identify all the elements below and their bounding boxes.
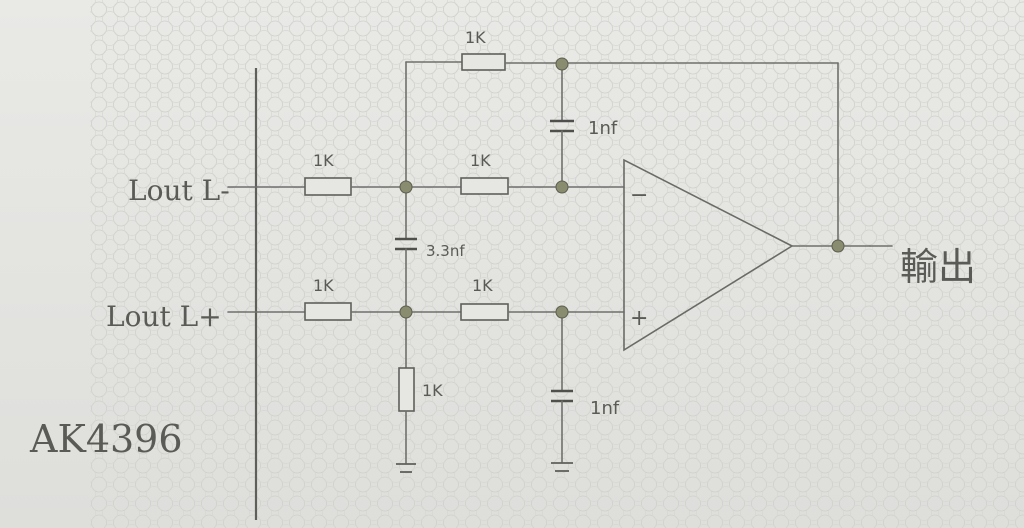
r-in-neg-label: 1K [313, 151, 334, 170]
output-label: 輸出 [900, 245, 976, 289]
c-ground-label: 1nf [590, 398, 620, 419]
junction-node [831, 239, 845, 253]
r-series-pos-label: 1K [472, 276, 493, 295]
graph-paper-grid [90, 0, 1024, 528]
opamp-inverting-sign: − [630, 183, 648, 208]
resistor-feedback [461, 53, 506, 71]
c-feedback-label: 1nf [588, 118, 618, 139]
junction-node [555, 180, 569, 194]
r-in-pos-label: 1K [313, 276, 334, 295]
junction-node [399, 180, 413, 194]
resistor-input-pos [304, 302, 352, 321]
chip-label: AK4396 [29, 417, 183, 461]
junction-node [555, 57, 569, 71]
resistor-series-pos [460, 303, 509, 321]
input-neg-label: Lout L- [128, 174, 230, 207]
resistor-input-neg [304, 177, 352, 196]
r-ground-label: 1K [422, 381, 443, 400]
input-pos-label: Lout L+ [106, 300, 222, 333]
resistor-ground [398, 367, 415, 412]
opamp-triangle [623, 158, 794, 352]
resistor-series-neg [460, 177, 509, 195]
r-feedback-label: 1K [465, 28, 486, 47]
junction-node [399, 305, 413, 319]
c-diff-label: 3.3nf [426, 242, 465, 260]
opamp-noninverting-sign: + [630, 306, 648, 331]
junction-node [555, 305, 569, 319]
r-series-neg-label: 1K [470, 151, 491, 170]
